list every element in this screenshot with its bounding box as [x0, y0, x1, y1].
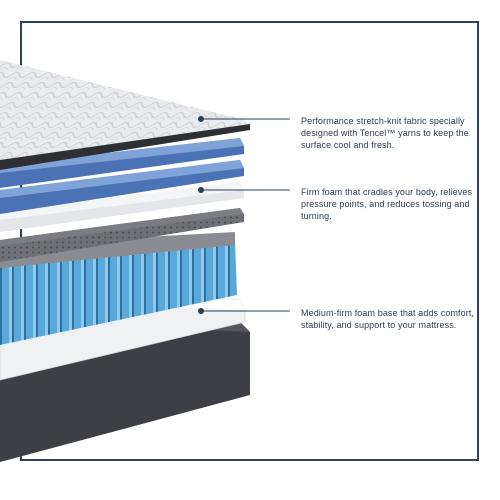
- light-foam-layer: [0, 182, 244, 232]
- quilted-top-cover: [0, 60, 250, 170]
- blue-foam-layer-lower: [0, 160, 244, 214]
- callout-top-cover-text: Performance stretch-knit fabric speciall…: [301, 116, 469, 150]
- perforated-foam-layer: [0, 208, 244, 262]
- blue-foam-layer-upper: [0, 138, 244, 188]
- pocket-coil-layer: [0, 232, 237, 345]
- callout-base-foam-text: Medium-firm foam base that adds comfort,…: [301, 308, 475, 330]
- callout-line-1: [198, 116, 290, 122]
- callout-line-3: [198, 308, 290, 314]
- callout-line-2: [198, 187, 290, 193]
- callout-firm-foam-text: Firm foam that cradles your body, reliev…: [301, 187, 473, 221]
